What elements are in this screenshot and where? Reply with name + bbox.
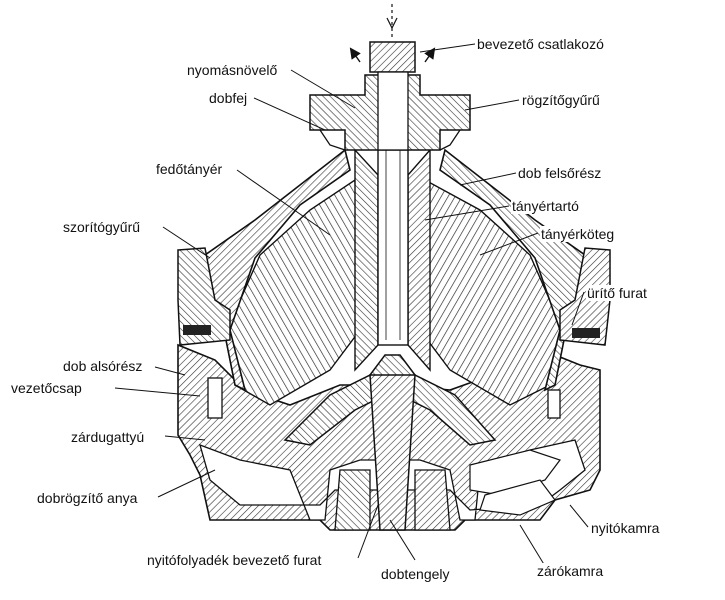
label-fedotanyer: fedőtányér: [155, 161, 224, 177]
inlet-arrow: [349, 4, 436, 63]
bowl-hood: [177, 148, 611, 392]
label-nyomasnovelo: nyomásnövelő: [186, 62, 279, 78]
label-urito-furat: ürítő furat: [586, 285, 648, 301]
label-rogzitogyuru: rögzítőgyűrű: [521, 92, 601, 108]
guide-pin: [207, 377, 561, 419]
label-zardugattyu: zárdugattyú: [70, 429, 146, 445]
label-zarokamra: zárókamra: [536, 563, 605, 579]
label-bevezeto-csatlakozo: bevezető csatlakozó: [476, 36, 605, 52]
label-nyitokamra: nyitókamra: [590, 520, 661, 536]
distributor-cone: [283, 354, 497, 446]
label-vezetocsap: vezetőcsap: [10, 380, 83, 396]
bowl-head: [309, 41, 471, 151]
drum-spindle: [334, 374, 451, 531]
label-tanyertarto: tányértartó: [511, 198, 580, 214]
label-dobtengely: dobtengely: [380, 566, 451, 582]
label-nyitofolyadek-bevezeto-furat: nyitófolyadék bevezető furat: [146, 552, 323, 568]
label-dob-felsoresz: dob felsőrész: [517, 165, 603, 181]
label-szoritogyuru: szorítógyűrű: [62, 219, 142, 235]
label-tanyerkoteg: tányérköteg: [540, 226, 616, 242]
label-dobfej: dobfej: [208, 90, 249, 106]
label-dobrogzito-anya: dobrögzítő anya: [36, 490, 139, 506]
label-dob-alsoresz: dob alsórész: [62, 358, 144, 374]
disc-stack: [224, 178, 566, 406]
leader-lines: [114, 43, 589, 567]
